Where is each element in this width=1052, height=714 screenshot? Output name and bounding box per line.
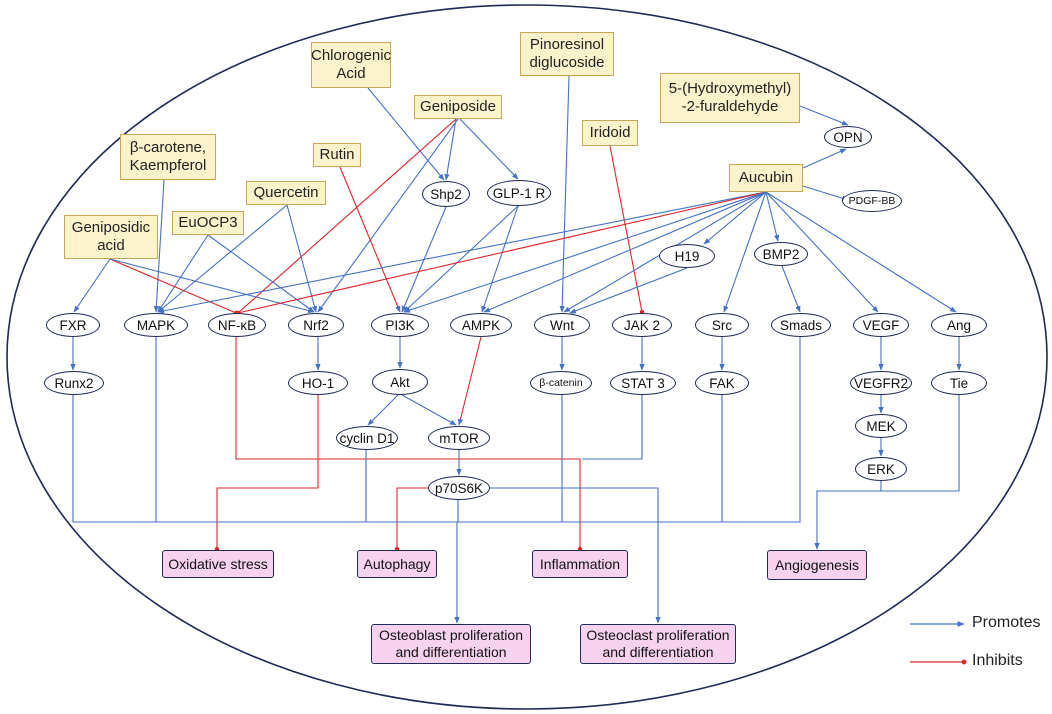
outcome-osteoclast: Osteoclast proliferation and differentia… [580, 624, 736, 664]
node-bmp2: BMP2 [754, 242, 808, 266]
edge-aucubin-ampk [483, 191, 767, 313]
edge-ampk-mtor [457, 336, 482, 426]
edge-stat3-inflammation [582, 395, 643, 460]
edge-pinoresinol-wnt [559, 75, 570, 313]
outcome-autophagy: Autophagy [357, 550, 437, 578]
compound-geniposide: Geniposide [414, 95, 502, 119]
node-nrf2: Nrf2 [288, 313, 344, 337]
compound-quercetin: Quercetin [246, 181, 326, 205]
node-fak: FAK [695, 371, 749, 395]
legend-inhibits-label: Inhibits [972, 652, 1023, 669]
outcome-inflammation: Inflammation [532, 550, 628, 578]
node-beta-catenin: β-catenin [530, 371, 592, 395]
node-vegfr2: VEGFR2 [850, 371, 912, 395]
edge-aucubin-src [723, 191, 767, 313]
legend-promotes-label: Promotes [972, 614, 1041, 631]
edge-geniposide-shp2 [444, 118, 457, 181]
node-p70s6k: p70S6K [428, 476, 490, 500]
edge-aucubin-ang [765, 191, 957, 313]
edge-smads-bus [457, 337, 801, 523]
edge-akt-mtor [401, 394, 457, 426]
node-shp2: Shp2 [422, 181, 470, 207]
outcome-oxidative-stress: Oxidative stress [162, 550, 274, 578]
compound-euocp3: EuOCP3 [172, 211, 244, 235]
node-h19: H19 [659, 244, 715, 268]
node-ang: Ang [931, 313, 987, 337]
node-opn: OPN [824, 126, 872, 148]
compound-aucubin: Aucubin [729, 164, 803, 192]
edge-geniposide-nfkb [235, 118, 457, 316]
node-jak2: JAK 2 [612, 313, 672, 337]
edge-rutin-pi3k [339, 166, 401, 313]
edge-glp1r-ampk [481, 205, 519, 313]
compound-beta-carotene-kaempferol: β-carotene, Kaempferol [120, 134, 216, 180]
node-smads: Smads [771, 313, 831, 337]
edge-aucubin-h19 [703, 191, 767, 245]
edge-glp1r-pi3k [403, 205, 519, 313]
edges [70, 75, 962, 624]
edge-erk-angiogenesis [814, 481, 882, 550]
edge-aucubin-opn [802, 148, 847, 169]
node-tie: Tie [931, 371, 987, 395]
node-vegf: VEGF [853, 313, 909, 337]
edge-akt-cyclin [367, 394, 399, 426]
edge-euocp3-mapk [157, 234, 209, 313]
cell-boundary [6, 4, 1048, 710]
compound-chlorogenic-acid: Chlorogenic Acid [311, 42, 391, 88]
edge-aucubin-pi3k [403, 191, 767, 313]
edge-h19-wnt [569, 267, 688, 314]
edge-aucubin-vegf [765, 191, 879, 313]
edge-runx2-bus [72, 395, 457, 523]
compound-geniposidic-acid: Geniposidic acid [64, 215, 158, 259]
node-nf-kb: NF-κB [208, 313, 266, 337]
edge-nfkb-inflammation [235, 337, 583, 552]
edge-geniposide-glp1r [459, 118, 519, 180]
node-mek: MEK [855, 414, 907, 438]
edge-p70-autophagy [394, 487, 428, 552]
edge-aucubin-nfkb [235, 191, 767, 316]
node-ho1: HO-1 [288, 371, 348, 395]
edge-hmf-opn [799, 105, 849, 126]
edge-aucubin-bmp2 [765, 191, 780, 242]
node-stat3: STAT 3 [610, 371, 676, 395]
edge-aucubin-mapk [157, 191, 767, 314]
edge-tie-angiogenesis [881, 395, 960, 492]
node-ampk: AMPK [450, 313, 512, 337]
node-glp1r: GLP-1 R [487, 180, 551, 206]
node-pi3k: PI3K [371, 313, 429, 337]
edge-geniposidic-fxr [73, 258, 111, 313]
node-wnt: Wnt [534, 313, 590, 337]
edge-geniposidic-nfkb [109, 258, 239, 316]
outcome-osteoblast: Osteoblast proliferation and differentia… [371, 624, 531, 664]
compound-hydroxymethyl-furaldehyde: 5-(Hydroxymethyl) -2-furaldehyde [660, 73, 800, 123]
node-akt: Akt [372, 369, 428, 395]
edge-aucubin-pdgf [802, 185, 849, 201]
edge-iridoid-jak2 [609, 145, 645, 315]
legend [910, 621, 967, 665]
edge-p70-osteoclast [490, 487, 661, 624]
node-src: Src [695, 313, 749, 337]
node-erk: ERK [855, 457, 907, 481]
node-mapk: MAPK [124, 313, 188, 337]
compound-rutin: Rutin [313, 143, 361, 167]
edge-carotene-mapk [153, 179, 165, 313]
edge-quercetin-mapk [157, 204, 288, 313]
node-pdgf-bb: PDGF-BB [842, 190, 902, 212]
edge-quercetin-nrf2 [286, 204, 317, 313]
outcome-angiogenesis: Angiogenesis [767, 550, 867, 580]
node-runx2: Runx2 [44, 371, 104, 395]
edge-chlorogenic-shp2 [367, 87, 445, 181]
edge-ho1-oxidative [214, 395, 319, 552]
compound-pinoresinol-diglucoside: Pinoresinol diglucoside [520, 32, 614, 76]
edge-geniposide-nrf2 [317, 118, 459, 313]
edge-bmp2-smads [781, 265, 801, 313]
node-cyclin-d1: cyclin D1 [336, 426, 398, 450]
compound-iridoid: Iridoid [582, 120, 638, 146]
node-mtor: mTOR [428, 426, 490, 450]
node-fxr: FXR [46, 313, 100, 337]
